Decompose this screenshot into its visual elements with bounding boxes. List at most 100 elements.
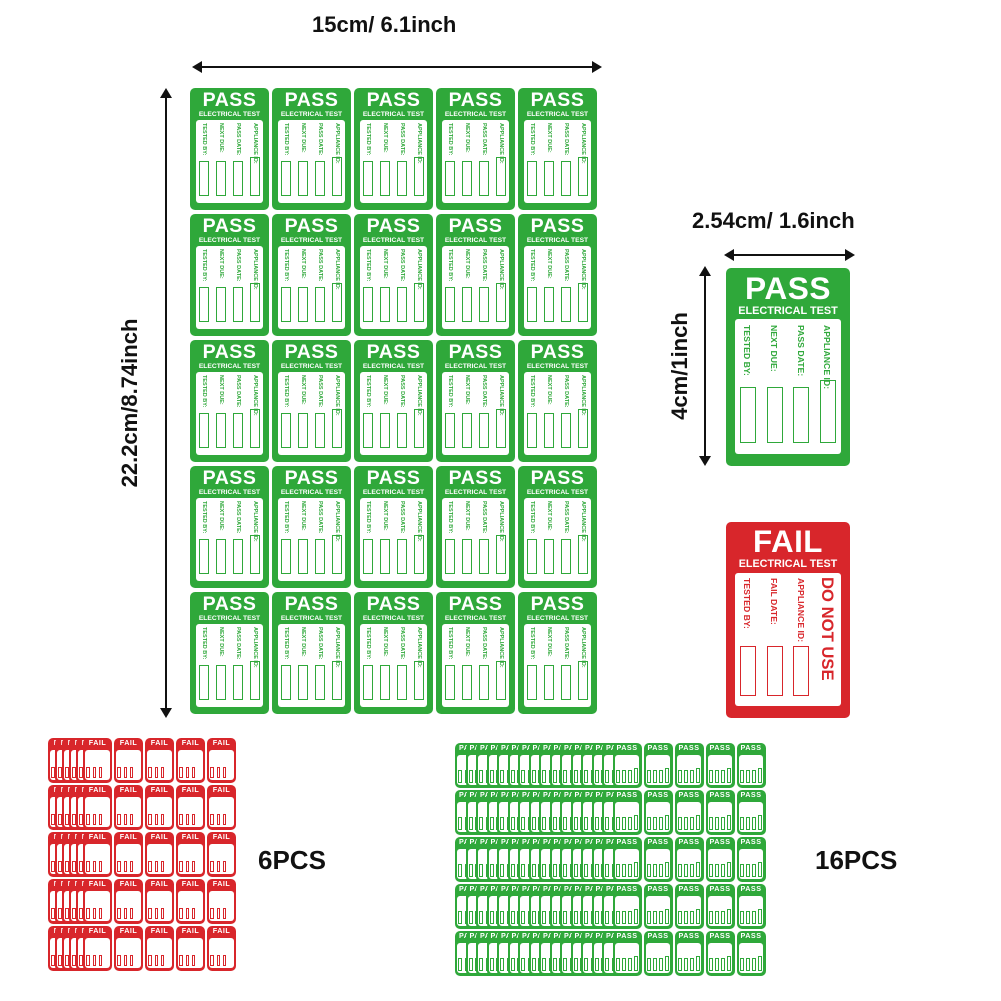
write-in-box <box>232 539 244 575</box>
pass-title: PASS <box>284 467 339 490</box>
fail-title: FAIL <box>88 785 107 794</box>
write-in-box <box>92 860 97 872</box>
write-in-box <box>65 954 69 966</box>
field-label: NEXT DUE: <box>299 501 306 531</box>
pass-title: PASS <box>709 790 731 799</box>
write-in-box <box>210 954 214 966</box>
write-in-box <box>727 768 732 783</box>
write-in-box <box>634 862 639 877</box>
field-label: PASS DATE: <box>316 375 323 408</box>
pass-label: PASS <box>612 884 642 929</box>
write-in-box <box>331 283 343 323</box>
write-in-box <box>605 911 609 924</box>
write-in-box <box>461 161 473 197</box>
field-label: TESTED BY: <box>200 627 207 660</box>
fail-title: FAIL <box>119 738 138 747</box>
fail-title: FAIL <box>150 926 169 935</box>
write-in-box <box>563 958 567 971</box>
write-in-box <box>65 813 69 825</box>
write-in-box <box>65 766 69 778</box>
write-in-box <box>468 864 473 877</box>
field-label: TESTED BY: <box>446 627 453 660</box>
field-label: NEXT DUE: <box>463 501 470 531</box>
fail-title: FAIL <box>119 926 138 935</box>
write-in-box <box>563 770 567 783</box>
write-in-box <box>123 813 128 825</box>
pass-title: PASS <box>616 790 638 799</box>
write-in-box <box>739 958 744 971</box>
fail-label: FAIL <box>176 738 205 783</box>
label-height-line <box>704 272 706 460</box>
pass-title: PASS <box>647 884 669 893</box>
write-in-box <box>665 956 670 971</box>
write-in-box <box>715 864 719 877</box>
write-in-box <box>746 770 750 783</box>
write-in-box <box>72 766 76 778</box>
field-label: TESTED BY: <box>528 627 535 660</box>
write-in-box <box>531 958 536 971</box>
write-in-box <box>526 665 538 701</box>
pass-title: PASS <box>745 269 831 306</box>
field-label: TESTED BY: <box>446 249 453 282</box>
write-in-box <box>215 539 227 575</box>
write-in-box <box>185 954 190 966</box>
write-in-box <box>766 386 783 444</box>
write-in-box <box>479 958 483 971</box>
write-in-box <box>677 817 682 830</box>
field-label: FAIL DATE: <box>769 578 779 626</box>
write-in-box <box>510 911 515 924</box>
write-in-box <box>634 815 639 830</box>
field-label: NEXT DUE: <box>381 249 388 279</box>
write-in-box <box>659 911 663 924</box>
write-in-box <box>396 287 408 323</box>
fail-title: FAIL <box>150 832 169 841</box>
field-label: NEXT DUE: <box>381 375 388 405</box>
write-in-box <box>495 535 507 575</box>
write-in-box <box>563 864 567 877</box>
fail-title: FAIL <box>212 832 231 841</box>
write-in-box <box>727 862 732 877</box>
write-in-box <box>577 661 589 701</box>
write-in-box <box>72 813 76 825</box>
write-in-box <box>510 958 515 971</box>
write-in-box <box>500 911 504 924</box>
write-in-box <box>489 817 494 830</box>
field-label: PASS DATE: <box>398 627 405 660</box>
field-label: TESTED BY: <box>364 375 371 408</box>
write-in-box <box>362 287 374 323</box>
field-label: PASS DATE: <box>234 123 241 156</box>
pass-title: PASS <box>616 931 638 940</box>
write-in-box <box>297 161 309 197</box>
field-label: TESTED BY: <box>200 375 207 408</box>
write-in-box <box>677 958 682 971</box>
field-label: NEXT DUE: <box>463 123 470 153</box>
field-label: PASS DATE: <box>480 627 487 660</box>
write-in-box <box>458 770 462 783</box>
write-in-box <box>413 409 425 449</box>
write-in-box <box>79 766 83 778</box>
write-in-box <box>396 665 408 701</box>
write-in-box <box>489 911 494 924</box>
write-in-box <box>86 766 90 778</box>
write-in-box <box>198 161 210 197</box>
write-in-box <box>510 864 515 877</box>
write-in-box <box>653 864 657 877</box>
write-in-box <box>479 770 483 783</box>
field-label: TESTED BY: <box>282 501 289 534</box>
pass-title: PASS <box>616 743 638 752</box>
fail-label: FAIL <box>114 785 143 830</box>
pass-label: PASS <box>736 931 766 976</box>
pass-subtitle: ELECTRICAL TEST <box>362 111 425 119</box>
field-label: TESTED BY: <box>528 375 535 408</box>
write-in-box <box>461 665 473 701</box>
pass-label: PASS <box>705 884 735 929</box>
write-in-box <box>249 535 261 575</box>
write-in-box <box>148 954 152 966</box>
pass-title: PASS <box>616 884 638 893</box>
write-in-box <box>160 907 165 919</box>
pass-label: PASS <box>705 837 735 882</box>
label-height-label: 4cm/1inch <box>667 312 692 420</box>
